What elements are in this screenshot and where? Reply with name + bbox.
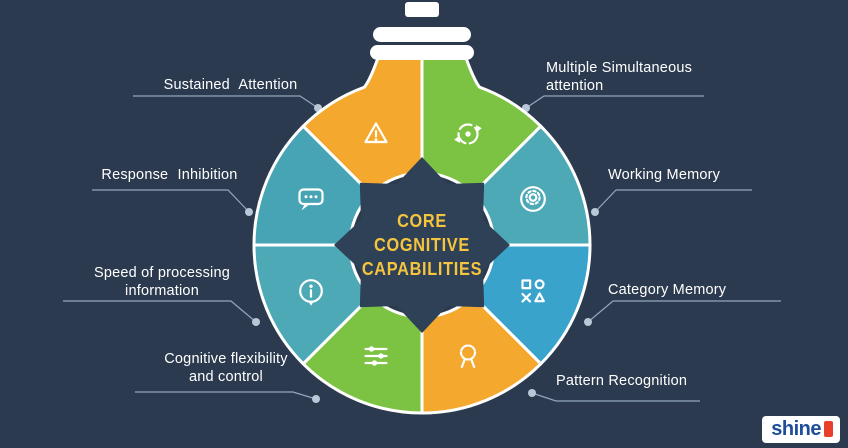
- label-cognitive-flexibility: Cognitive flexibility and control: [164, 351, 288, 386]
- connector-dots: [245, 104, 599, 403]
- connector-cognitive: [135, 391, 317, 400]
- chat-bubble-icon: [298, 188, 324, 211]
- connector-sustained: [133, 95, 319, 109]
- connector-lines: [63, 95, 781, 402]
- segment-category-memory: [471, 243, 592, 366]
- sliders-icon: [364, 346, 388, 366]
- segment-speed-of-processing: [252, 243, 373, 366]
- label-speed-of-processing: Speed of processing information: [94, 265, 230, 300]
- center-gear: [334, 157, 510, 333]
- shine-logo: shine: [762, 416, 840, 443]
- lightbulb-graphic: [252, 2, 592, 415]
- label-multiple-simultaneous-attention: Multiple Simultaneous attention: [546, 60, 693, 95]
- label-response-inhibition: Response Inhibition: [101, 167, 238, 183]
- segment-sustained-attention: [301, 56, 424, 196]
- title-line-3: CAPABILITIES: [361, 258, 483, 280]
- segment-working-memory: [471, 124, 592, 247]
- shine-logo-accent-mark: [824, 421, 833, 437]
- label-pattern-recognition: Pattern Recognition: [556, 373, 688, 389]
- head-gear-icon: [520, 186, 546, 212]
- title-line-2: COGNITIVE: [374, 233, 470, 255]
- segment-cognitive-flexibility: [301, 294, 424, 415]
- shine-logo-text: shine: [771, 418, 821, 440]
- info-icon: [299, 279, 323, 306]
- title-line-1: CORE: [397, 209, 447, 231]
- game-shapes-icon: [521, 279, 545, 303]
- connector-dot: [312, 395, 320, 403]
- bulb-cap-bar: [373, 27, 471, 42]
- bulb-cap-bar: [370, 45, 474, 60]
- connector-dot: [591, 208, 599, 216]
- warning-icon: [364, 122, 388, 144]
- label-category-memory: Category Memory: [608, 282, 727, 298]
- connector-speed: [63, 300, 257, 323]
- connector-multiple: [525, 95, 704, 109]
- segment-multiple-simultaneous-attention: [420, 56, 543, 196]
- connector-pattern: [531, 392, 700, 402]
- award-ribbon-icon: [459, 344, 477, 369]
- label-sustained-attention: Sustained Attention: [163, 77, 298, 93]
- connector-response: [92, 189, 250, 213]
- segment-pattern-recognition: [420, 294, 543, 415]
- segment-response-inhibition: [252, 124, 373, 247]
- connector-category: [587, 300, 781, 323]
- orbit-arrows-icon: [454, 123, 482, 145]
- label-working-memory: Working Memory: [608, 167, 721, 183]
- center-title: CORE COGNITIVE CAPABILITIES: [352, 205, 493, 285]
- connector-dot: [252, 318, 260, 326]
- connector-dot: [584, 318, 592, 326]
- connector-working: [594, 189, 752, 213]
- connector-dot: [245, 208, 253, 216]
- bulb-cap: [370, 2, 474, 60]
- connector-dot: [528, 389, 536, 397]
- bulb-cap-stem: [405, 2, 439, 17]
